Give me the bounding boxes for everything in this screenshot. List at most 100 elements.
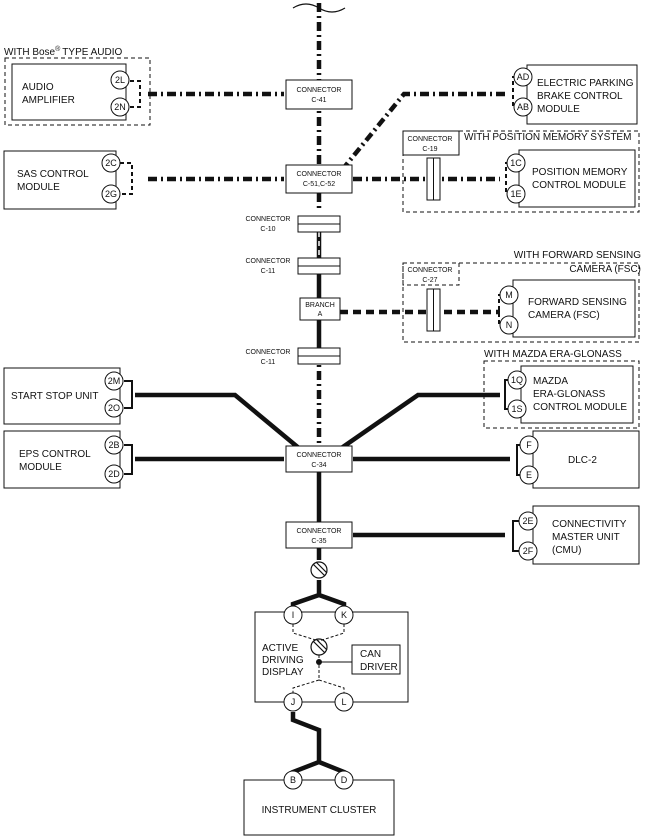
c34-word: CONNECTOR [297, 452, 342, 459]
audio-amplifier-box [11, 63, 127, 121]
pin-label: 2B [108, 440, 119, 450]
connector-c41-box [285, 79, 353, 110]
pin-fsc-m [499, 285, 519, 305]
cmu-box [532, 505, 640, 565]
pin-label: K [341, 610, 347, 620]
c11b-id: C-11 [261, 359, 276, 366]
sas-label-2: MODULE [17, 182, 60, 193]
pin-ss-2m [104, 371, 124, 391]
cmu-label-2: MASTER UNIT [552, 532, 620, 543]
pin-eps-2b [104, 435, 124, 455]
c41-id: C-41 [311, 97, 326, 104]
pin-ss-2o [104, 398, 124, 418]
pin-label: M [505, 290, 513, 300]
pin-epb-ad [513, 67, 533, 87]
c11-id: C-11 [261, 268, 276, 275]
pin-label: 1Q [511, 375, 523, 385]
era-label-1: MAZDA [533, 376, 568, 387]
connector-c35-box [285, 521, 353, 549]
position-memory-module-box [518, 149, 636, 208]
cluster-feed-wire [290, 712, 347, 780]
pin-cluster-b [283, 770, 303, 790]
pin-audio-2l [110, 70, 130, 90]
c51-word: CONNECTOR [297, 171, 342, 178]
c27-id: C-27 [422, 277, 437, 284]
c19-word: CONNECTOR [408, 136, 453, 143]
pin-era-1s [507, 399, 527, 419]
sas-label-1: SAS CONTROL [17, 169, 89, 180]
pin-label: AD [517, 72, 530, 82]
pin-dlc-f [519, 435, 539, 455]
eps-label-1: EPS CONTROL [19, 449, 91, 460]
cmu-label-3: (CMU) [552, 545, 581, 556]
pin-label: 1C [510, 158, 522, 168]
era-label-2: ERA-GLONASS [533, 389, 606, 400]
pin-label: 1E [510, 189, 521, 199]
add-label-3: DISPLAY [262, 667, 304, 678]
era-wire [338, 392, 500, 451]
cmu-label-1: CONNECTIVITY [552, 519, 627, 530]
group-title-fsc-2: CAMERA (FSC) [569, 264, 641, 275]
fsc-module-box [512, 279, 636, 338]
group-title-bose: WITH Bose®TYPE AUDIO [4, 45, 123, 58]
connector-c19-label-frame [402, 130, 460, 156]
eps-control-module-box [3, 430, 121, 489]
c35-id: C-35 [311, 538, 326, 545]
pin-era-1q [507, 370, 527, 390]
pin-cmu-2e [518, 511, 538, 531]
pin-sas-2g [101, 184, 121, 204]
branch-word: BRANCH [305, 302, 335, 309]
epb-module-box [526, 64, 638, 125]
can-driver-label-1: CAN [360, 649, 381, 660]
add-internal-wires [292, 624, 352, 693]
start-stop-wire [135, 392, 302, 451]
can-driver-label-2: DRIVER [360, 662, 398, 673]
era-glonass-module-box [520, 365, 634, 424]
pin-label: 2C [105, 158, 117, 168]
pin-label: 2D [108, 469, 120, 479]
c10-word: CONNECTOR [246, 216, 291, 223]
epb-label-2: BRAKE CONTROL [537, 91, 623, 102]
group-title-era: WITH MAZDA ERA-GLONASS [484, 349, 622, 360]
c27-word: CONNECTOR [408, 267, 453, 274]
c11b-word: CONNECTOR [246, 349, 291, 356]
pin-eps-2d [104, 464, 124, 484]
pin-sas-2c [101, 153, 121, 173]
branch-a-box [299, 297, 341, 321]
position-memory-label-1: POSITION MEMORY [532, 167, 628, 178]
c11-word: CONNECTOR [246, 258, 291, 265]
eps-label-2: MODULE [19, 462, 62, 473]
pin-label: AB [517, 102, 529, 112]
add-feed-wire [290, 580, 347, 612]
pin-label: 2N [114, 102, 126, 112]
pin-cmu-2f [518, 541, 538, 561]
pin-dlc-e [519, 465, 539, 485]
pin-label: 2L [115, 75, 125, 85]
can-driver-box [351, 644, 401, 675]
termination-symbols [310, 561, 328, 656]
add-label-1: ACTIVE [262, 643, 298, 654]
audio-amp-label-2: AMPLIFIER [22, 95, 75, 106]
pin-fsc-n [499, 315, 519, 335]
connector-c51-box [285, 164, 353, 194]
wire-break-mark [292, 3, 346, 13]
pin-epb-ab [513, 97, 533, 117]
fsc-label-1: FORWARD SENSING [528, 297, 627, 308]
dlc2-box [532, 430, 640, 489]
pin-label: 2F [523, 546, 534, 556]
c51-id: C-51,C-52 [303, 181, 335, 188]
pin-label: 2G [105, 189, 117, 199]
pin-cluster-d [334, 770, 354, 790]
era-label-3: CONTROL MODULE [533, 402, 627, 413]
start-stop-label: START STOP UNIT [11, 391, 98, 402]
instrument-cluster-box [243, 779, 395, 836]
epb-label-1: ELECTRIC PARKING [537, 78, 634, 89]
pin-label: E [526, 470, 532, 480]
c34-id: C-34 [311, 462, 326, 469]
epb-wire [340, 91, 505, 172]
pin-label: D [341, 775, 348, 785]
c19-id: C-19 [422, 146, 437, 153]
pin-label: L [341, 697, 346, 707]
c41-word: CONNECTOR [297, 87, 342, 94]
